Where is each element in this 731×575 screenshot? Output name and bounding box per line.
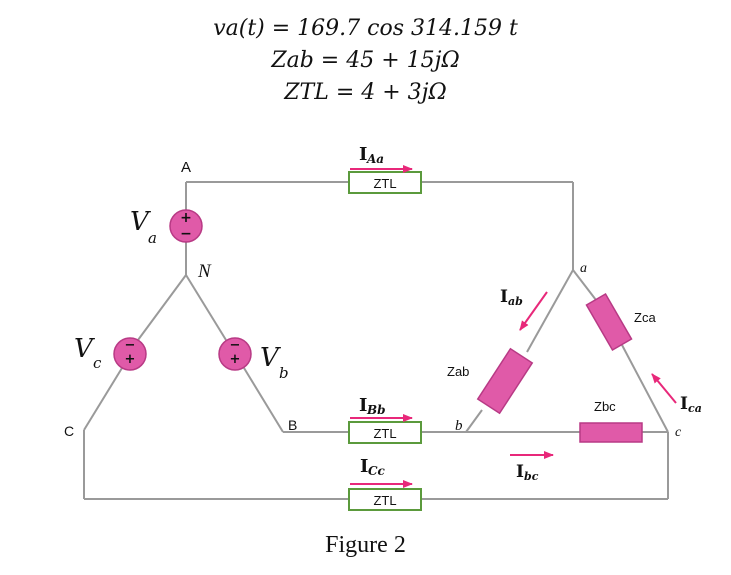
svg-text:I: I — [359, 395, 367, 416]
svg-text:Aa: Aa — [366, 152, 384, 166]
equation-line-2: Zab = 45 + 15jΩ — [271, 48, 460, 73]
svg-text:−: − — [180, 226, 192, 242]
source-vc: − + — [113, 337, 147, 371]
va-label: V a — [130, 207, 157, 247]
equation-line-3: ZTL = 4 + 3jΩ — [284, 80, 447, 105]
wire-a-to-zab — [526, 269, 574, 353]
vc-label: V c — [74, 334, 102, 372]
node-C-label: C — [64, 423, 74, 439]
wires — [83, 181, 669, 500]
node-N-label: N — [197, 261, 212, 282]
wire-N-to-vc — [137, 274, 187, 341]
wire-vb-to-B — [243, 367, 284, 433]
ztl-label-C: ZTL — [373, 493, 396, 508]
ztl-box-B: ZTL — [348, 421, 422, 444]
svg-text:Bb: Bb — [366, 403, 386, 417]
svg-text:+: + — [180, 210, 192, 226]
svg-text:−: − — [230, 338, 241, 353]
svg-text:a: a — [148, 229, 157, 247]
zbc-label: Zbc — [594, 399, 616, 414]
svg-text:bc: bc — [524, 470, 539, 483]
zca-resistor — [585, 292, 633, 352]
node-c-label: c — [675, 425, 682, 440]
svg-text:V: V — [74, 334, 95, 364]
current-Ica-label: I ca — [680, 394, 702, 415]
svg-text:ab: ab — [508, 295, 523, 308]
zab-label: Zab — [447, 364, 469, 379]
node-A-label: A — [181, 159, 191, 176]
equation-ztl: ZTL = 4 + 3jΩ — [0, 82, 731, 104]
zab-resistor — [476, 347, 534, 415]
source-va: + − — [169, 209, 203, 243]
wire-N-to-vb — [185, 274, 227, 341]
source-vb: − + — [218, 337, 252, 371]
current-ICc-label: I Cc — [360, 456, 386, 478]
svg-text:I: I — [500, 287, 508, 307]
ztl-box-A: ZTL — [348, 171, 422, 194]
svg-text:V: V — [130, 207, 151, 237]
equation-line-1: va(t) = 169.7 cos 314.159 t — [213, 16, 518, 41]
svg-text:I: I — [360, 456, 368, 477]
ztl-label-A: ZTL — [373, 176, 396, 191]
vb-label: V b — [260, 343, 289, 382]
node-b-label: b — [455, 418, 463, 434]
svg-text:+: + — [230, 352, 241, 367]
wire-zab-to-b — [465, 409, 483, 433]
wire-vc-to-C — [83, 367, 123, 431]
current-Iab-label: I ab — [500, 287, 523, 308]
arrow-Ica — [651, 373, 677, 404]
ztl-box-C: ZTL — [348, 488, 422, 511]
svg-text:−: − — [125, 338, 136, 353]
equation-zab: Zab = 45 + 15jΩ — [0, 50, 731, 72]
svg-text:I: I — [516, 462, 524, 482]
zca-label: Zca — [634, 310, 656, 325]
current-IBb-label: I Bb — [359, 395, 386, 417]
svg-text:+: + — [125, 352, 136, 367]
svg-text:Cc: Cc — [368, 464, 386, 478]
equation-source-voltage: va(t) = 169.7 cos 314.159 t — [0, 18, 731, 40]
figure-caption: Figure 2 — [325, 532, 406, 558]
node-a-label: a — [580, 261, 587, 276]
ztl-label-B: ZTL — [373, 426, 396, 441]
zbc-resistor — [579, 422, 643, 443]
wire-zca-to-c — [621, 344, 669, 433]
current-Ibc-label: I bc — [516, 462, 539, 483]
svg-text:I: I — [359, 144, 367, 165]
svg-text:V: V — [260, 343, 281, 373]
wire-a-to-zca — [572, 269, 597, 301]
arrow-Iab — [519, 291, 548, 331]
svg-text:ca: ca — [688, 402, 702, 415]
node-B-label: B — [288, 417, 297, 433]
svg-text:b: b — [279, 364, 289, 382]
current-IAa-label: I Aa — [359, 144, 384, 166]
svg-text:I: I — [680, 394, 688, 414]
svg-text:c: c — [93, 354, 102, 372]
